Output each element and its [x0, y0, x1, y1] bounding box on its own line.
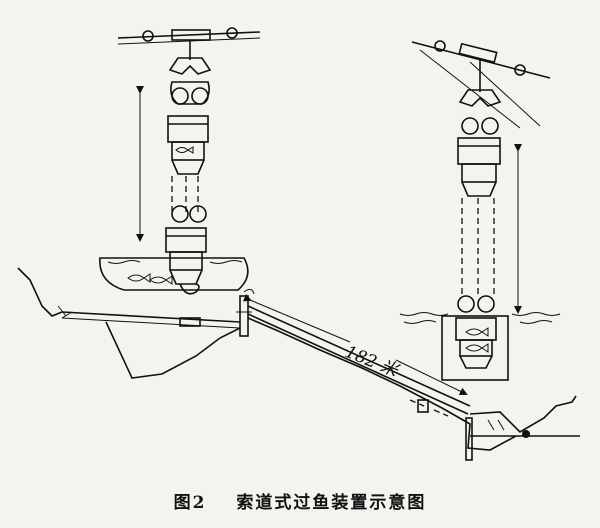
right-container-lowered [441, 295, 509, 381]
figure-number: 图2 [173, 493, 207, 513]
left-hanger [168, 40, 212, 75]
svg-text:182 米: 182 米 [342, 342, 402, 382]
cableway-slope [247, 305, 517, 451]
left-container-lowered [165, 205, 207, 295]
figure-title: 索道式过鱼装置示意图 [236, 493, 427, 513]
right-hanger [458, 60, 502, 107]
right-cable [411, 40, 551, 129]
upstream-water [399, 312, 561, 324]
left-terrain [17, 267, 241, 379]
distance-unit: 米 [377, 356, 402, 382]
right-terrain [465, 395, 580, 461]
left-cable [117, 27, 261, 45]
right-lowering-path [461, 198, 495, 298]
distance-value: 182 [342, 342, 380, 373]
left-fish-pool [99, 257, 249, 291]
right-container-raised [457, 117, 501, 197]
figure-caption: 图2 索道式过鱼装置示意图 [0, 488, 600, 513]
left-container-raised [167, 81, 210, 175]
